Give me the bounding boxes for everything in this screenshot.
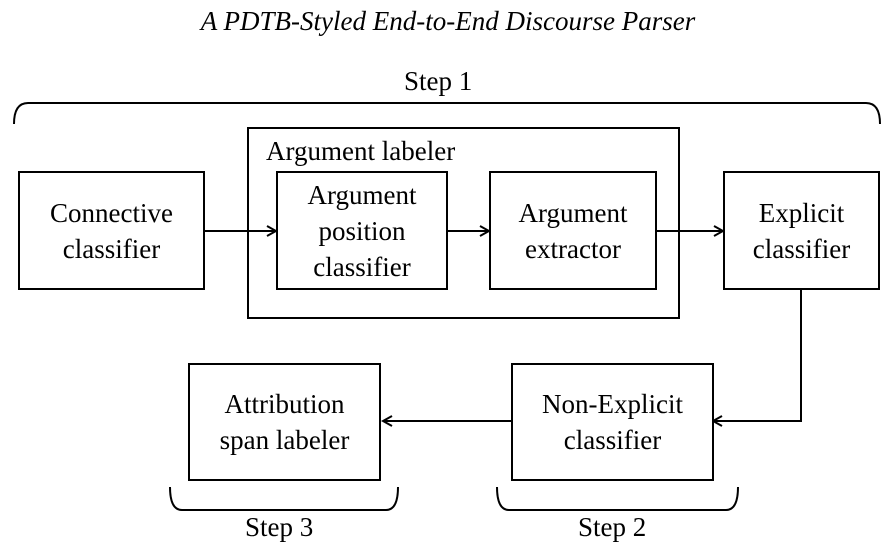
non-explicit-classifier-line-1: Non-Explicit [542,389,683,419]
non-explicit-classifier-box: Non-Explicit classifier [511,363,714,481]
connective-classifier-line-2: classifier [62,233,161,264]
step1-brace [13,102,881,125]
argument-position-classifier-line-2: position [318,215,406,246]
explicit-classifier-box: Explicit classifier [723,171,880,290]
step1-label: Step 1 [404,66,473,96]
connective-classifier-box: Connective classifier [18,171,205,290]
argument-position-classifier-line-3: classifier [313,251,411,282]
argument-position-classifier-box: Argument position classifier [276,171,448,290]
argument-labeler-group [247,127,680,319]
non-explicit-classifier-line-2: classifier [563,425,662,455]
connective-classifier-line-1: Connective [50,197,173,228]
diagram-title: A PDTB-Styled End-to-End Discourse Parse… [200,6,696,36]
step2-label: Step 2 [578,512,647,542]
attribution-span-labeler-line-1: Attribution [224,389,345,419]
arrow-explicit-to-nonexplicit [713,290,802,421]
argument-extractor-line-1: Argument [518,197,628,228]
step2-brace [496,486,739,511]
explicit-classifier-line-2: classifier [752,233,851,264]
explicit-classifier-line-1: Explicit [758,197,845,228]
attribution-span-labeler-box: Attribution span labeler [188,363,381,481]
step3-label: Step 3 [245,512,314,542]
argument-position-classifier-line-1: Argument [307,179,417,210]
argument-extractor-line-2: extractor [525,233,621,264]
step3-brace [169,486,399,511]
argument-labeler-label: Argument labeler [266,136,456,166]
attribution-span-labeler-line-2: span labeler [219,425,350,455]
argument-extractor-box: Argument extractor [489,171,657,290]
